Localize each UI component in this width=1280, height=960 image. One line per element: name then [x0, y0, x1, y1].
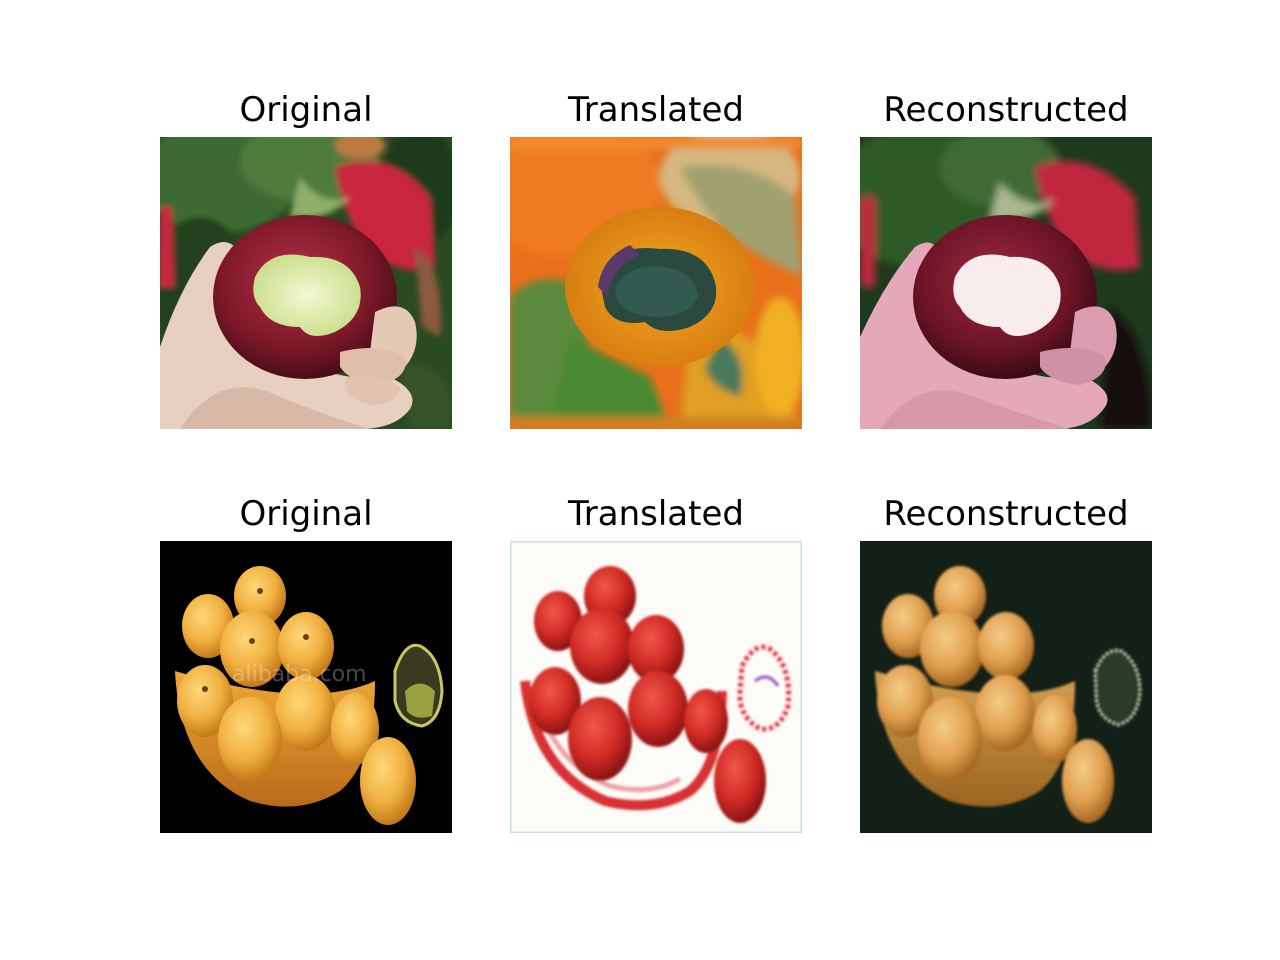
panel-title: Translated: [568, 90, 744, 130]
panel-title: Translated: [568, 494, 744, 534]
apple-translated-image: [510, 137, 802, 429]
apple-reconstructed-image: [860, 137, 1152, 429]
orange-translated-image: [510, 541, 802, 833]
panel-title: Original: [239, 494, 373, 534]
watermark-text: alibaba.com: [232, 662, 367, 687]
panel-title: Original: [239, 90, 373, 130]
orange-reconstructed-image: [860, 541, 1152, 833]
panel-title: Reconstructed: [883, 90, 1129, 130]
apple-original-image: [160, 137, 452, 429]
orange-original-image: alibaba.com: [160, 541, 452, 833]
panel-title: Reconstructed: [883, 494, 1129, 534]
